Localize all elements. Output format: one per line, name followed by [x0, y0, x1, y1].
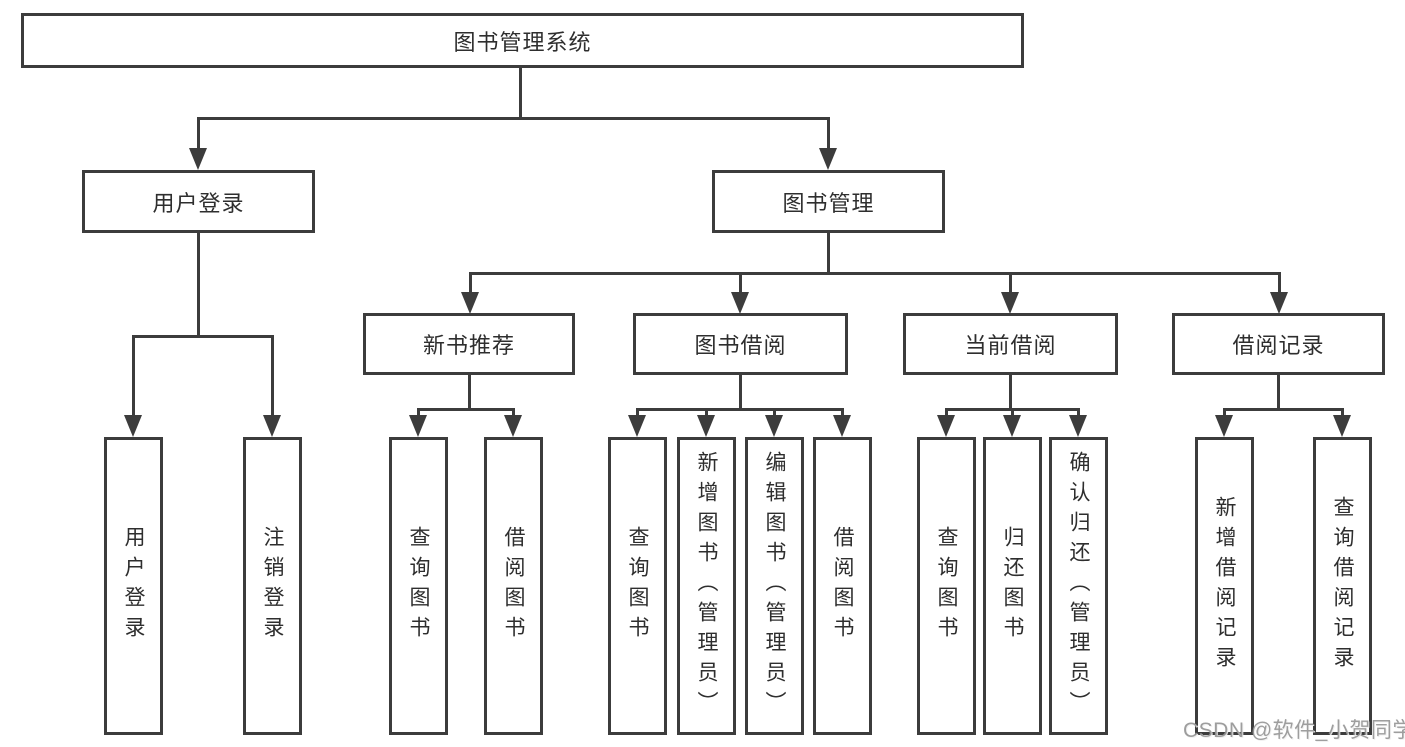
connector-root-hline — [197, 117, 830, 120]
node-borrowing-records: 借阅记录 — [1172, 313, 1385, 375]
connector-shaft — [197, 117, 200, 150]
node-label: 借阅记录 — [1232, 333, 1325, 358]
arrowhead-down — [461, 292, 479, 314]
connector-stem — [739, 375, 742, 411]
connector-shaft — [469, 272, 472, 294]
leaf-return-books: 归还图书 — [983, 437, 1042, 735]
connector-shaft — [636, 408, 639, 420]
leaf-confirm-return-admin: 确认归还（管理员） — [1049, 437, 1108, 735]
node-label: 确认归还（管理员） — [1067, 451, 1090, 721]
node-label: 借阅图书 — [502, 526, 525, 646]
connector-root-stem — [519, 68, 522, 120]
leaf-borrow-books-1: 借阅图书 — [484, 437, 543, 735]
node-user-login: 用户登录 — [82, 170, 315, 233]
node-label: 新增借阅记录 — [1213, 496, 1236, 676]
arrowhead-down — [628, 415, 646, 437]
leaf-edit-book-admin: 编辑图书（管理员） — [745, 437, 804, 735]
connector-hline — [417, 408, 515, 411]
connector-stem — [827, 233, 830, 274]
leaf-logout: 注销登录 — [243, 437, 302, 735]
arrowhead-down — [124, 415, 142, 437]
node-new-book-recommendation: 新书推荐 — [363, 313, 575, 375]
arrowhead-down — [819, 148, 837, 170]
arrowhead-down — [504, 415, 522, 437]
connector-shaft — [945, 408, 948, 420]
arrowhead-down — [1333, 415, 1351, 437]
leaf-query-borrow-records: 查询借阅记录 — [1313, 437, 1372, 735]
connector-hline — [469, 272, 1281, 275]
arrowhead-down — [1069, 415, 1087, 437]
arrowhead-down — [189, 148, 207, 170]
node-label: 归还图书 — [1001, 526, 1024, 646]
node-label: 用户登录 — [122, 526, 145, 646]
node-label: 查询借阅记录 — [1331, 496, 1354, 676]
leaf-query-books-2: 查询图书 — [608, 437, 667, 735]
node-label: 图书管理 — [782, 190, 875, 216]
node-label: 当前借阅 — [964, 333, 1057, 358]
node-label: 用户登录 — [152, 190, 245, 216]
node-book-management: 图书管理 — [712, 170, 945, 233]
node-library-management-system: 图书管理系统 — [21, 13, 1024, 68]
node-label: 查询图书 — [626, 526, 649, 646]
connector-shaft — [271, 335, 274, 418]
arrowhead-down — [1270, 292, 1288, 314]
leaf-query-books-1: 查询图书 — [389, 437, 448, 735]
connector-shaft — [773, 408, 776, 420]
node-label: 图书管理系统 — [453, 29, 592, 55]
connector-stem — [197, 233, 200, 335]
arrowhead-down — [263, 415, 281, 437]
node-label: 注销登录 — [261, 526, 284, 646]
connector-shaft — [1077, 408, 1080, 420]
connector-shaft — [841, 408, 844, 420]
connector-shaft — [417, 408, 420, 420]
arrowhead-down — [697, 415, 715, 437]
csdn-watermark: CSDN @软件_小贺同学 — [1183, 719, 1405, 742]
connector-shaft — [512, 408, 515, 420]
leaf-borrow-books-2: 借阅图书 — [813, 437, 872, 735]
arrowhead-down — [1003, 415, 1021, 437]
connector-shaft — [132, 335, 135, 418]
node-book-borrowing: 图书借阅 — [633, 313, 848, 375]
connector-hline — [636, 408, 844, 411]
connector-shaft — [705, 408, 708, 420]
node-label: 查询图书 — [407, 526, 430, 646]
leaf-add-borrow-record: 新增借阅记录 — [1195, 437, 1254, 735]
connector-shaft — [1341, 408, 1344, 420]
arrowhead-down — [1215, 415, 1233, 437]
connector-stem — [1277, 375, 1280, 411]
connector-shaft — [827, 117, 830, 150]
connector-hline — [1223, 408, 1344, 411]
connector-hline — [132, 335, 274, 338]
connector-shaft — [1223, 408, 1226, 420]
connector-shaft — [1009, 272, 1012, 294]
node-label: 图书借阅 — [694, 333, 787, 358]
node-current-borrowing: 当前借阅 — [903, 313, 1118, 375]
connector-shaft — [1011, 408, 1014, 420]
arrowhead-down — [731, 292, 749, 314]
leaf-user-login: 用户登录 — [104, 437, 163, 735]
node-label: 新书推荐 — [422, 333, 515, 358]
arrowhead-down — [409, 415, 427, 437]
node-label: 借阅图书 — [831, 526, 854, 646]
arrowhead-down — [833, 415, 851, 437]
connector-stem — [1009, 375, 1012, 411]
arrowhead-down — [765, 415, 783, 437]
node-label: 编辑图书（管理员） — [763, 451, 786, 721]
connector-shaft — [1278, 272, 1281, 294]
leaf-add-book-admin: 新增图书（管理员） — [677, 437, 736, 735]
node-label: 新增图书（管理员） — [695, 451, 718, 721]
arrowhead-down — [1001, 292, 1019, 314]
arrowhead-down — [937, 415, 955, 437]
node-label: 查询图书 — [935, 526, 958, 646]
connector-stem — [468, 375, 471, 411]
leaf-query-books-3: 查询图书 — [917, 437, 976, 735]
connector-shaft — [739, 272, 742, 294]
